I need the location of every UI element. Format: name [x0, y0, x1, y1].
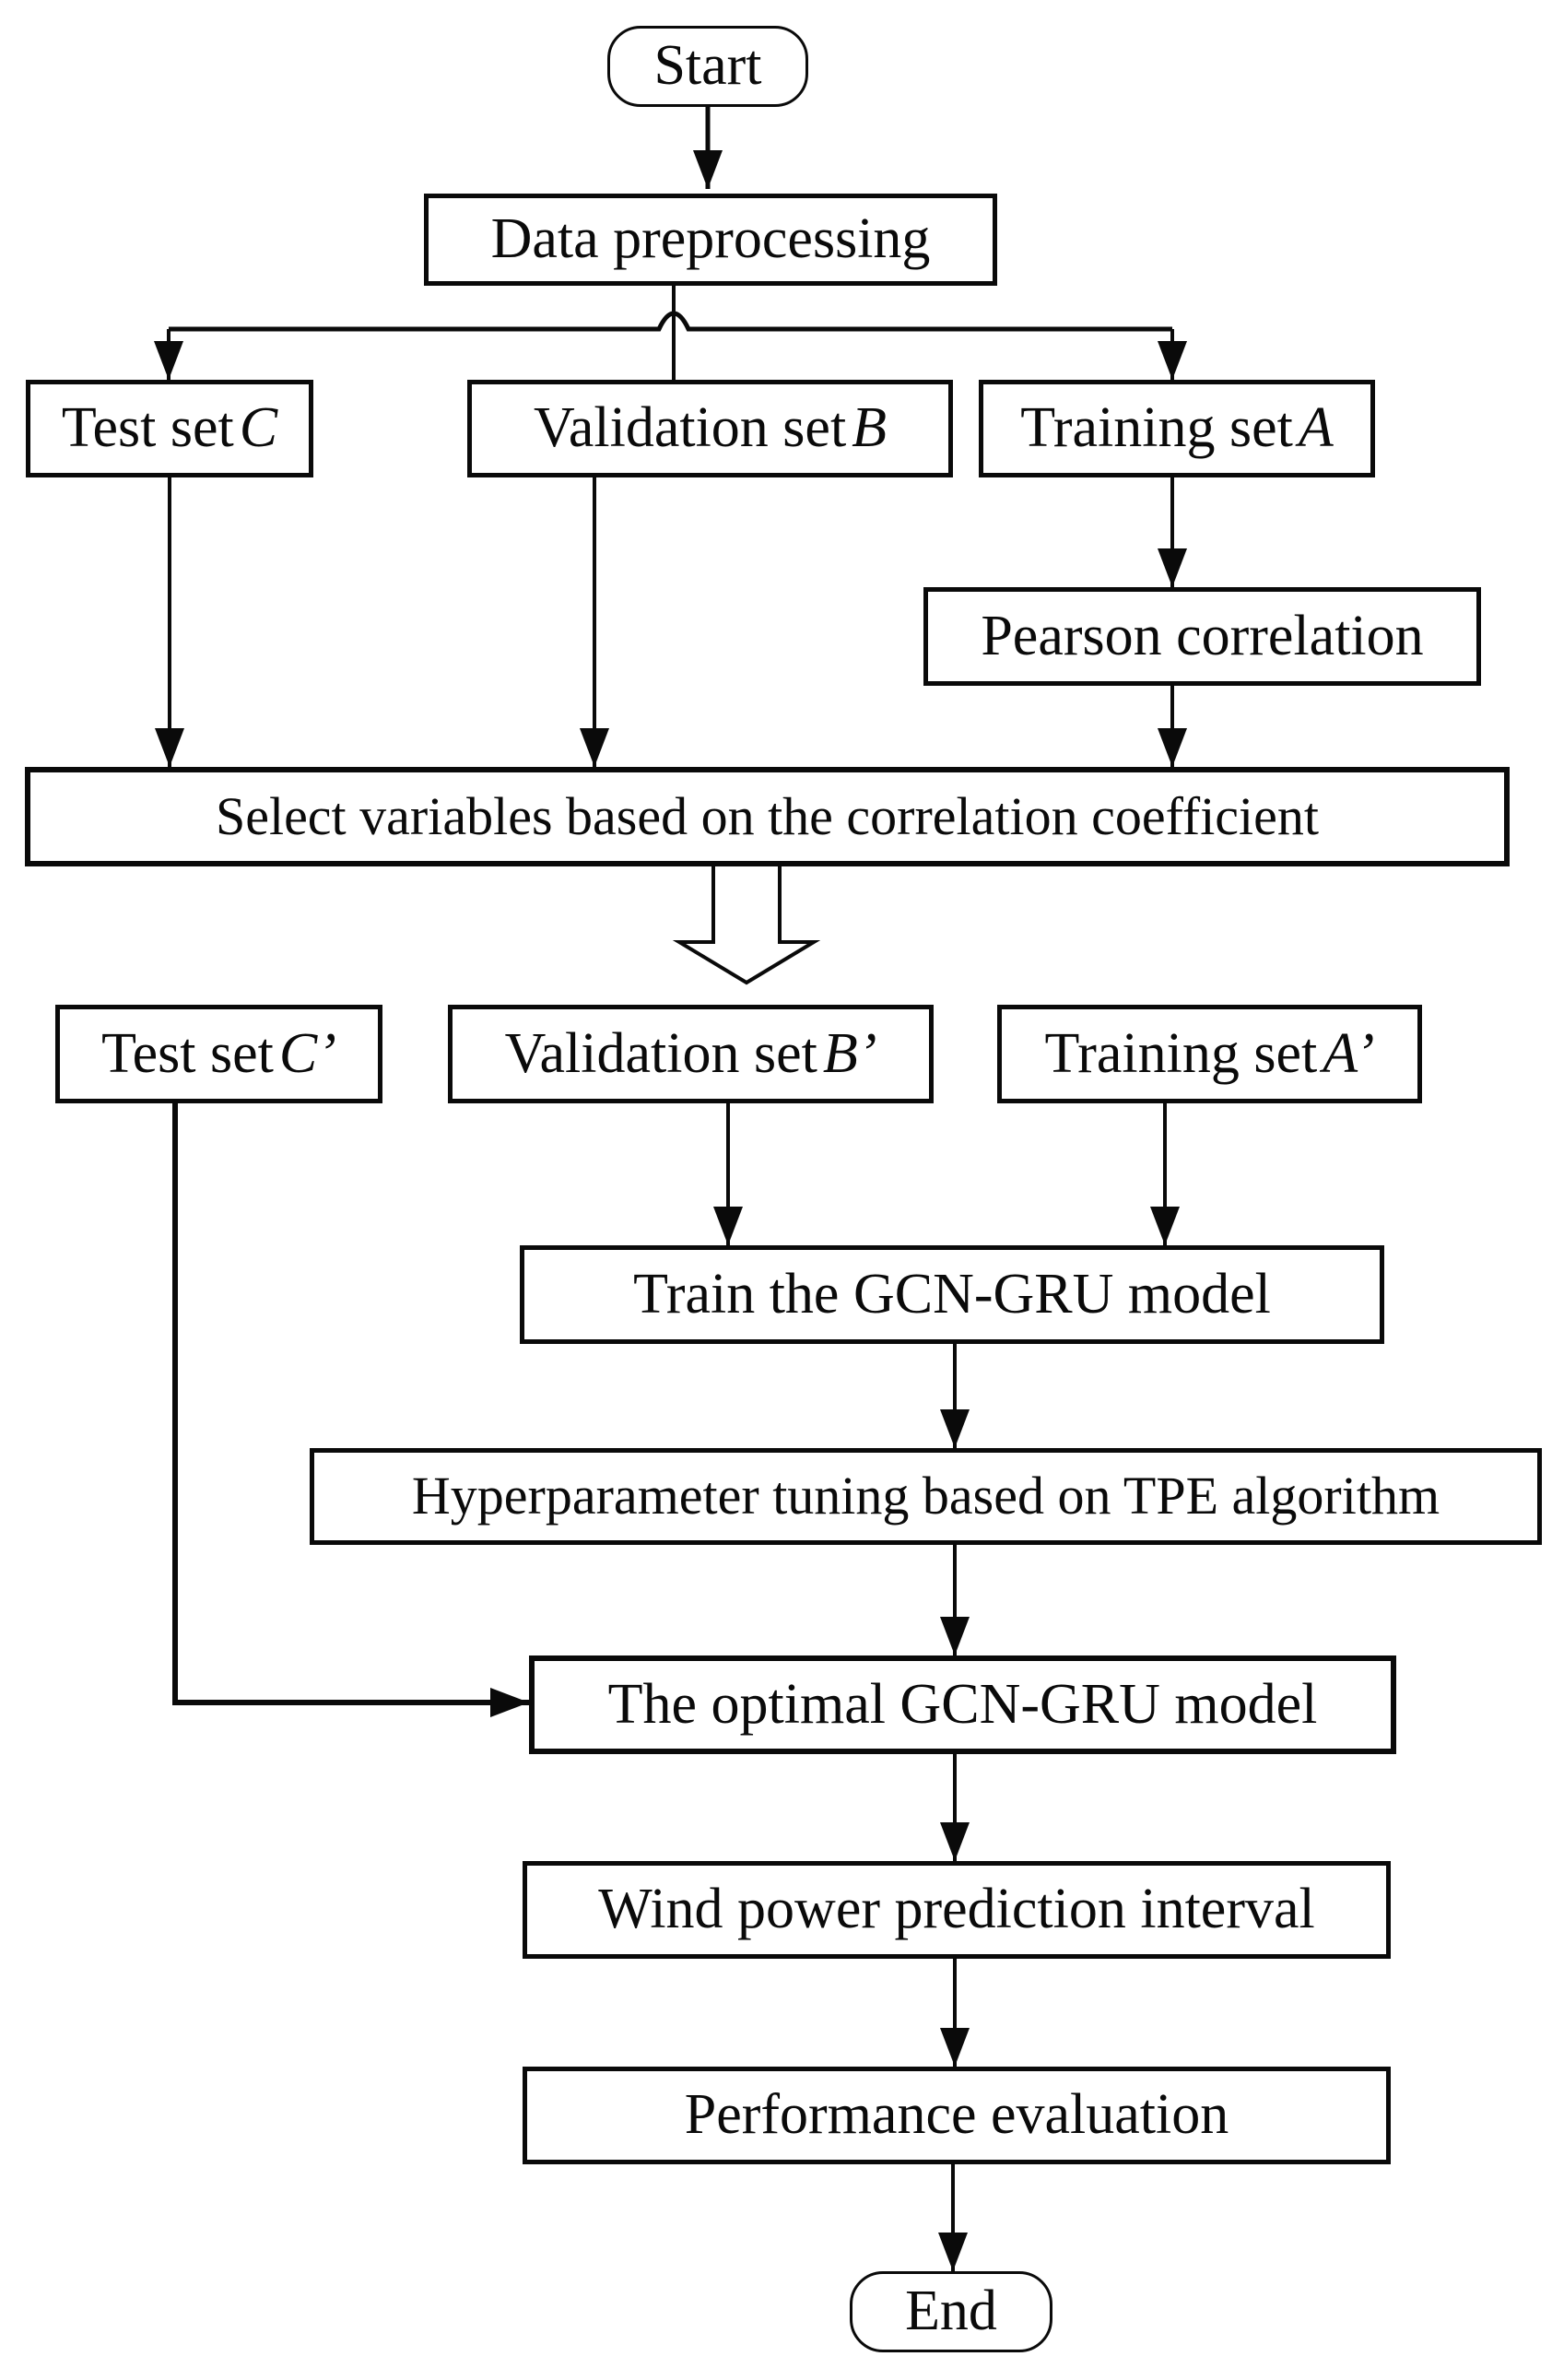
node-train-gcn-gru-label: Train the GCN-GRU model: [633, 1262, 1271, 1325]
node-end: End: [850, 2271, 1052, 2352]
node-start-label: Start: [653, 34, 762, 98]
node-validation-set-b-prime-prefix: Validation set: [504, 1021, 817, 1085]
node-test-set-c-prime: Test setC’: [55, 1005, 382, 1103]
node-training-set-a-prefix: Training set: [1020, 396, 1293, 460]
node-data-preprocessing: Data preprocessing: [424, 194, 997, 286]
node-validation-set-b-prime-label: Validation setB’: [504, 1021, 877, 1085]
node-test-set-c-prime-label: Test setC’: [101, 1021, 336, 1085]
node-data-preprocessing-label: Data preprocessing: [490, 207, 931, 271]
node-validation-set-b-label: Validation setB: [534, 398, 887, 458]
node-test-set-c-prime-prefix: Test set: [101, 1021, 274, 1085]
node-hyperparameter-tuning-label: Hyperparameter tuning based on TPE algor…: [411, 1466, 1440, 1526]
node-hyperparameter-tuning: Hyperparameter tuning based on TPE algor…: [310, 1448, 1542, 1545]
node-optimal-gcn-gru-label: The optimal GCN-GRU model: [607, 1672, 1318, 1736]
node-performance-evaluation-label: Performance evaluation: [684, 2083, 1229, 2147]
node-test-set-c-prime-symbol: C’: [278, 1021, 336, 1085]
node-start: Start: [607, 26, 808, 107]
node-test-set-c-symbol: C: [239, 396, 278, 460]
node-wind-power-interval-label: Wind power prediction interval: [598, 1878, 1315, 1941]
node-training-set-a-prime-prefix: Training set: [1044, 1021, 1318, 1085]
node-train-gcn-gru: Train the GCN-GRU model: [520, 1245, 1384, 1344]
node-test-set-c-label: Test setC: [62, 398, 277, 458]
node-wind-power-interval: Wind power prediction interval: [523, 1861, 1391, 1959]
node-end-label: End: [905, 2280, 997, 2343]
edge-branch-horizontal: [169, 311, 1172, 332]
node-performance-evaluation: Performance evaluation: [523, 2067, 1391, 2164]
node-test-set-c: Test setC: [26, 380, 313, 477]
node-pearson-correlation: Pearson correlation: [923, 587, 1481, 686]
node-select-variables-label: Select variables based on the correlatio…: [215, 785, 1320, 846]
node-validation-set-b-prime: Validation setB’: [448, 1005, 934, 1103]
node-training-set-a: Training setA: [979, 380, 1375, 477]
node-optimal-gcn-gru: The optimal GCN-GRU model: [529, 1655, 1396, 1754]
node-pearson-correlation-label: Pearson correlation: [981, 604, 1424, 667]
node-training-set-a-prime-label: Training setA’: [1044, 1021, 1375, 1085]
node-validation-set-b-symbol: B: [852, 396, 888, 460]
node-validation-set-b-prime-symbol: B’: [822, 1021, 877, 1085]
node-training-set-a-label: Training setA: [1020, 398, 1334, 458]
node-select-variables: Select variables based on the correlatio…: [25, 767, 1510, 866]
node-validation-set-b-prefix: Validation set: [533, 396, 847, 460]
node-validation-set-b: Validation setB: [467, 380, 953, 477]
node-training-set-a-prime-symbol: A’: [1323, 1021, 1375, 1085]
edge-test-c-prime-optimal: [172, 1103, 529, 1717]
hollow-block-arrow: [672, 863, 821, 985]
node-training-set-a-prime: Training setA’: [997, 1005, 1422, 1103]
node-training-set-a-symbol: A: [1298, 396, 1334, 460]
node-test-set-c-prefix: Test set: [61, 396, 234, 460]
